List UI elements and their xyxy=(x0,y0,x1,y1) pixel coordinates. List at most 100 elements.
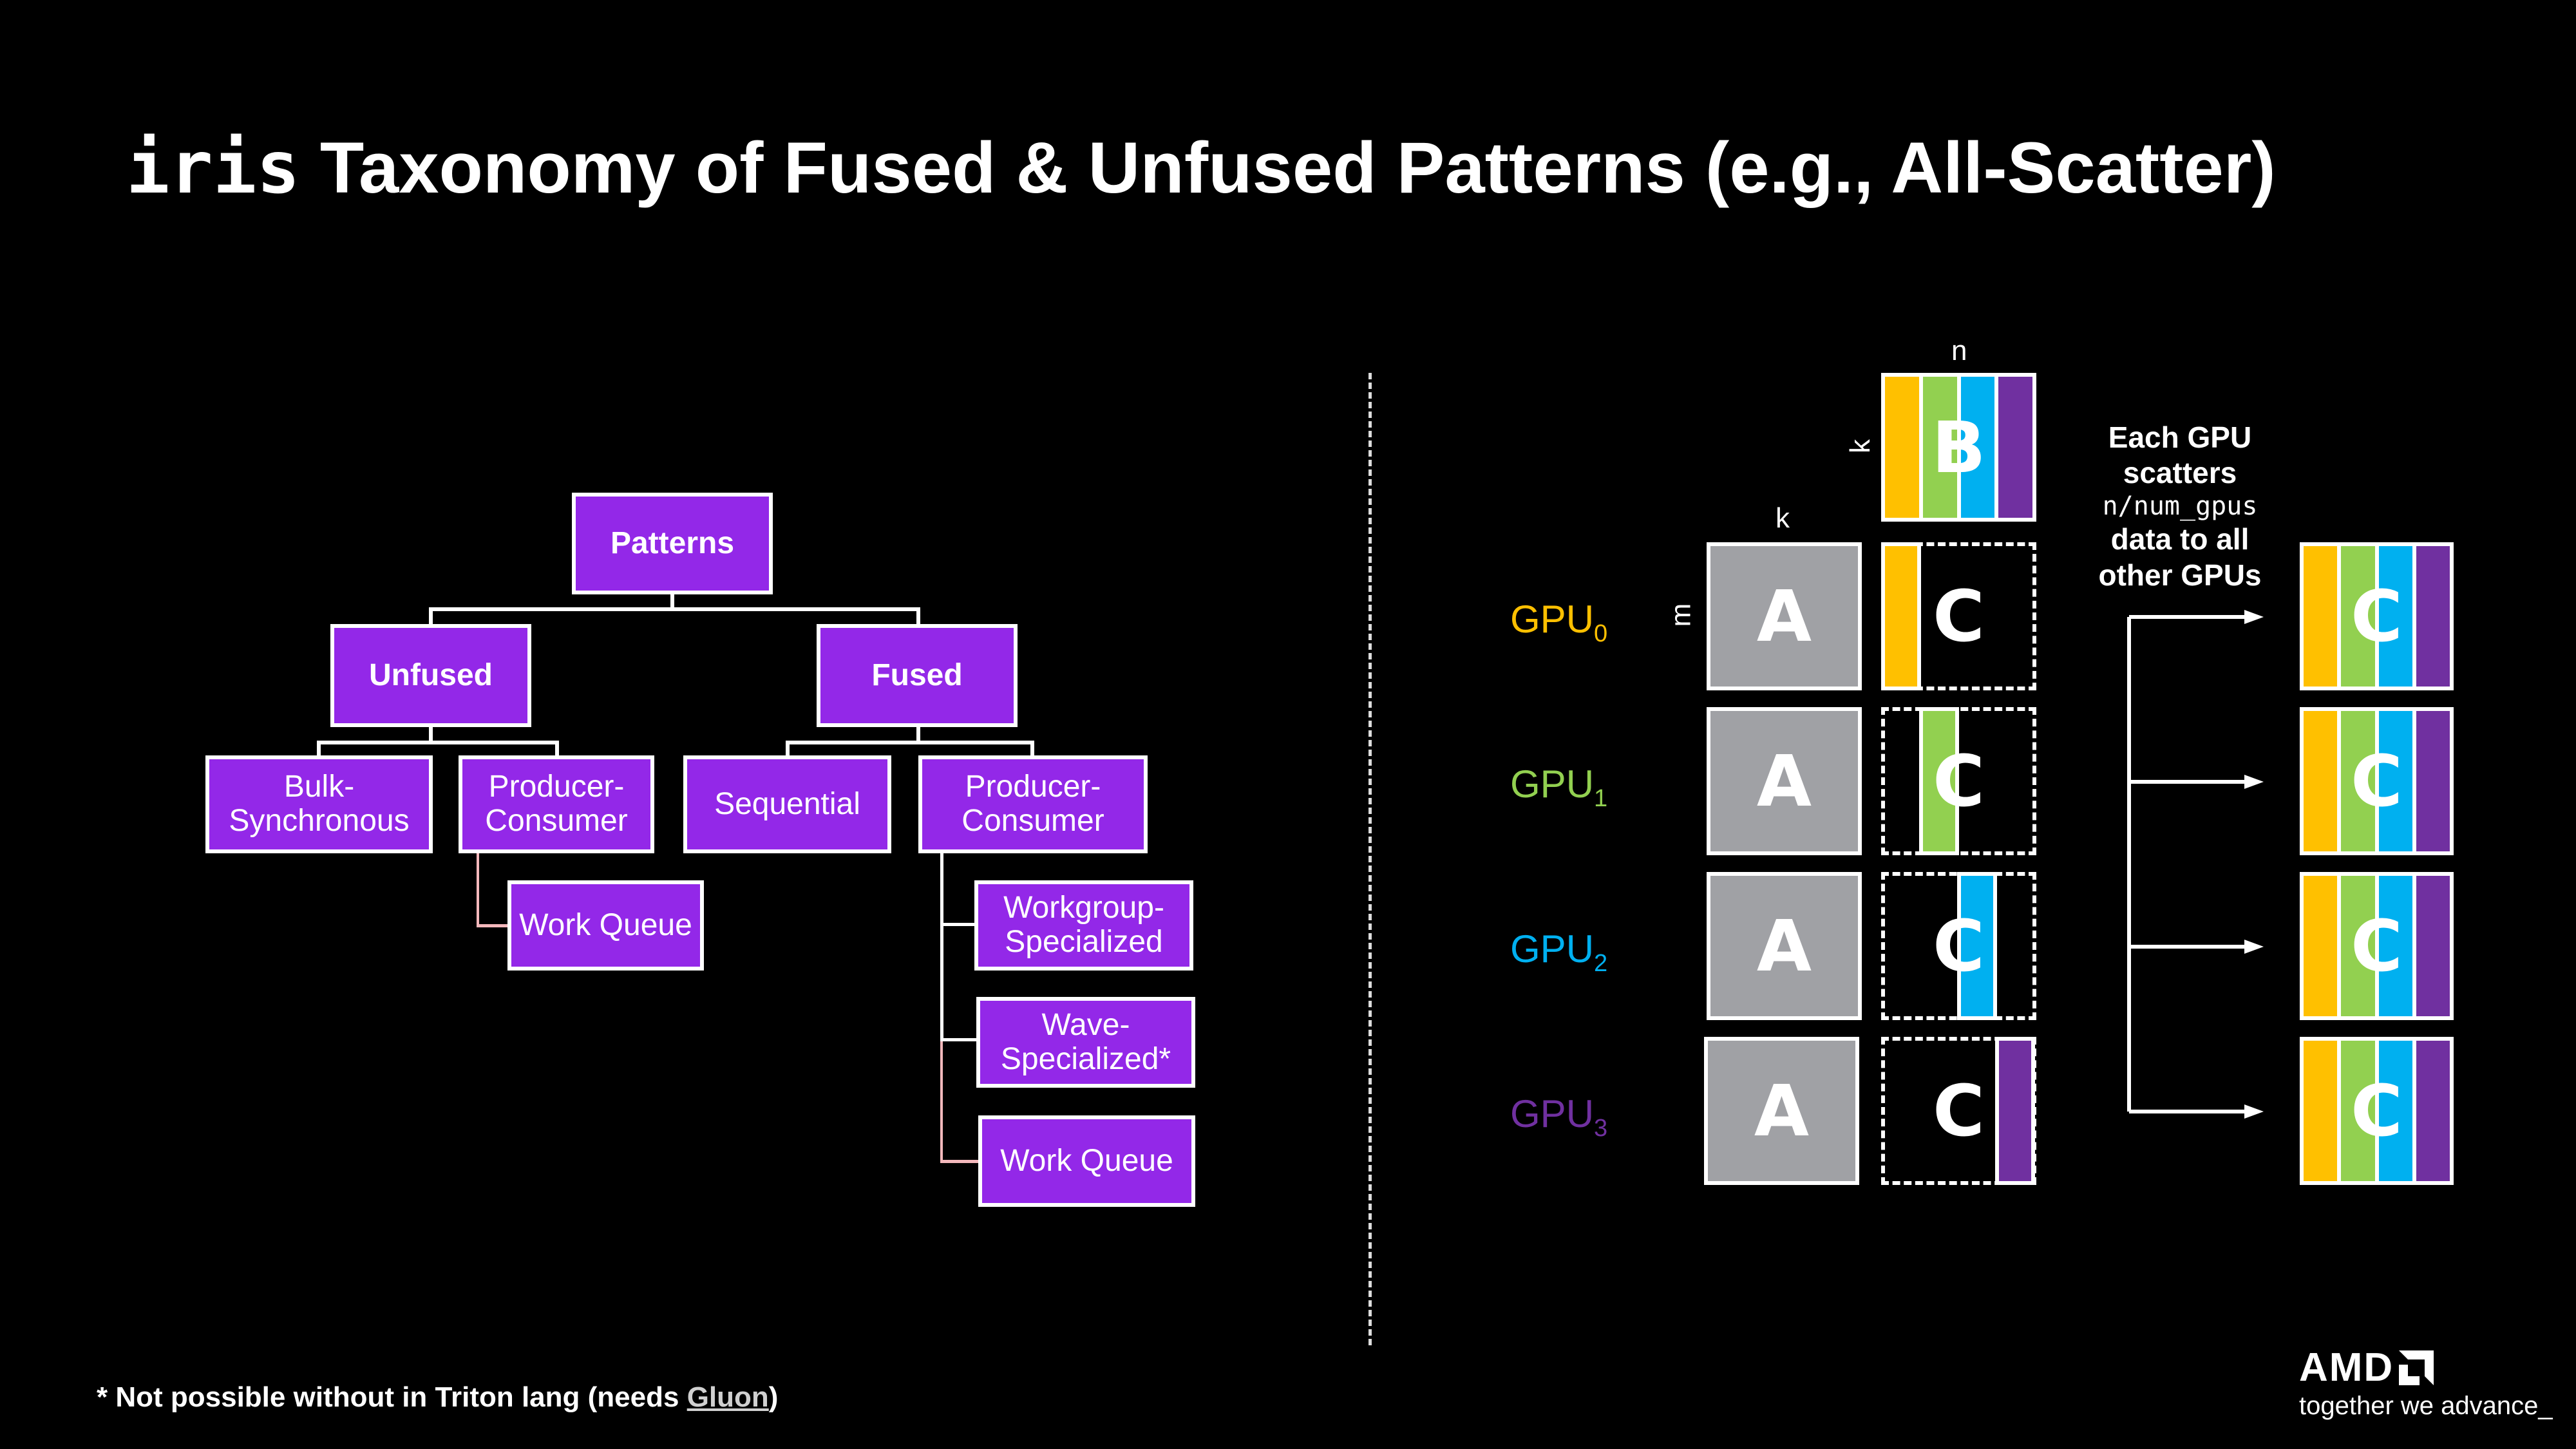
dim-label-n: n xyxy=(1951,335,1967,366)
stripe-gpu3 xyxy=(1998,377,2032,518)
stripe-gpu3 xyxy=(2416,1041,2450,1181)
node-label: Patterns xyxy=(610,526,735,560)
gpu-name: GPU xyxy=(1510,598,1595,641)
desc-line: scatters xyxy=(2123,456,2237,490)
gpu-name: GPU xyxy=(1510,762,1595,806)
desc-line: other GPUs xyxy=(2098,558,2262,592)
connector xyxy=(670,594,674,609)
node-label: Wave- Specialized* xyxy=(1000,1007,1171,1076)
stripe-gpu0 xyxy=(2304,711,2338,851)
title-code: iris xyxy=(126,126,300,210)
stripe-gpu2 xyxy=(2378,546,2412,687)
gluon-link[interactable]: Gluon xyxy=(687,1381,769,1413)
stripe-gpu0 xyxy=(2304,1041,2338,1181)
node-sequential: Sequential xyxy=(683,755,891,853)
gpu-index: 0 xyxy=(1594,620,1608,647)
connector xyxy=(1030,741,1034,757)
arrow-head xyxy=(2244,775,2264,789)
node-unfused-work-queue: Work Queue xyxy=(507,880,704,971)
connector xyxy=(916,726,920,742)
stripe-gpu3 xyxy=(2416,546,2450,687)
connector xyxy=(940,1038,943,1162)
node-label: Producer- Consumer xyxy=(485,770,628,838)
dim-label-k-a: k xyxy=(1776,502,1790,534)
node-label: Unfused xyxy=(369,658,493,692)
matrix-a-gpu3: A xyxy=(1704,1037,1859,1185)
node-wave-specialized: Wave- Specialized* xyxy=(976,997,1195,1088)
connector xyxy=(940,1038,979,1041)
gpu-name: GPU xyxy=(1510,1092,1595,1135)
stripe-gpu2 xyxy=(1957,872,1997,1020)
amd-logo-text: AMD xyxy=(2299,1345,2394,1390)
stripe-gpu3 xyxy=(2416,711,2450,851)
gpu-index: 2 xyxy=(1594,950,1608,977)
stripe-gpu0 xyxy=(2304,546,2338,687)
connector xyxy=(940,923,976,926)
section-divider xyxy=(1368,373,1372,1345)
node-label: Bulk- Synchronous xyxy=(229,770,410,838)
connector xyxy=(940,853,943,1039)
stripe-gpu0 xyxy=(1881,542,1921,690)
stripe-gpu2 xyxy=(2378,1041,2412,1181)
desc-line: data to all xyxy=(2110,522,2249,556)
connector xyxy=(786,741,790,757)
node-patterns: Patterns xyxy=(572,493,773,594)
footnote-end: ) xyxy=(768,1381,779,1413)
connector xyxy=(317,741,321,757)
stripe-gpu1 xyxy=(1922,377,1957,518)
node-label: Fused xyxy=(871,658,963,692)
connector xyxy=(477,924,509,927)
arrow-head xyxy=(2244,610,2264,624)
connector xyxy=(477,853,479,927)
connector xyxy=(317,741,559,744)
connector xyxy=(786,741,1034,744)
node-label: Work Queue xyxy=(1000,1143,1173,1178)
scatter-description: Each GPU scatters n/num_gpus data to all… xyxy=(2087,420,2273,593)
stripe-gpu3 xyxy=(1995,1037,2035,1185)
desc-line: Each GPU xyxy=(2108,421,2252,454)
amd-tagline: together we advance_ xyxy=(2299,1392,2553,1420)
node-unfused-producer-consumer: Producer- Consumer xyxy=(459,755,654,853)
footnote-text: * Not possible without in Triton lang (n… xyxy=(97,1381,687,1413)
node-fused-work-queue: Work Queue xyxy=(978,1115,1195,1207)
gpu-index: 1 xyxy=(1594,785,1608,812)
gpu-label-1: GPU1 xyxy=(1510,762,1607,813)
connector xyxy=(916,607,920,625)
stripe-gpu1 xyxy=(2341,1041,2375,1181)
desc-line-code: n/num_gpus xyxy=(2102,491,2258,522)
arrow-head xyxy=(2244,940,2264,954)
gpu-label-3: GPU3 xyxy=(1510,1092,1607,1142)
amd-arrow-icon xyxy=(2399,1350,2434,1385)
stripe-gpu1 xyxy=(1919,707,1959,855)
slide-title: iris Taxonomy of Fused & Unfused Pattern… xyxy=(126,126,2276,210)
stripe-gpu0 xyxy=(2304,876,2338,1016)
result-c-gpu1: C xyxy=(2300,707,2454,855)
footnote: * Not possible without in Triton lang (n… xyxy=(97,1381,778,1414)
stripe-gpu1 xyxy=(2341,546,2375,687)
node-label: Producer- Consumer xyxy=(961,770,1104,838)
node-unfused: Unfused xyxy=(330,624,531,727)
connector xyxy=(555,741,559,757)
stripe-gpu1 xyxy=(2341,876,2375,1016)
amd-logo: AMD together we advance_ xyxy=(2299,1345,2553,1421)
node-workgroup-specialized: Workgroup- Specialized xyxy=(974,880,1193,971)
gpu-label-0: GPU0 xyxy=(1510,597,1607,648)
stripe-gpu2 xyxy=(2378,876,2412,1016)
gpu-name: GPU xyxy=(1510,927,1595,971)
node-label: Work Queue xyxy=(519,907,692,942)
connector xyxy=(429,726,433,742)
stripe-gpu0 xyxy=(1885,377,1919,518)
gpu-label-2: GPU2 xyxy=(1510,927,1607,978)
stripe-gpu2 xyxy=(1960,377,1995,518)
stripe-gpu1 xyxy=(2341,711,2375,851)
node-label: Sequential xyxy=(714,786,860,821)
node-fused: Fused xyxy=(817,624,1018,727)
stripe-gpu2 xyxy=(2378,711,2412,851)
connector xyxy=(429,607,920,611)
node-label: Workgroup- Specialized xyxy=(1003,891,1164,959)
arrow-head xyxy=(2244,1104,2264,1119)
connector xyxy=(940,1160,979,1163)
stripe-gpu3 xyxy=(2416,876,2450,1016)
connector xyxy=(429,607,433,625)
